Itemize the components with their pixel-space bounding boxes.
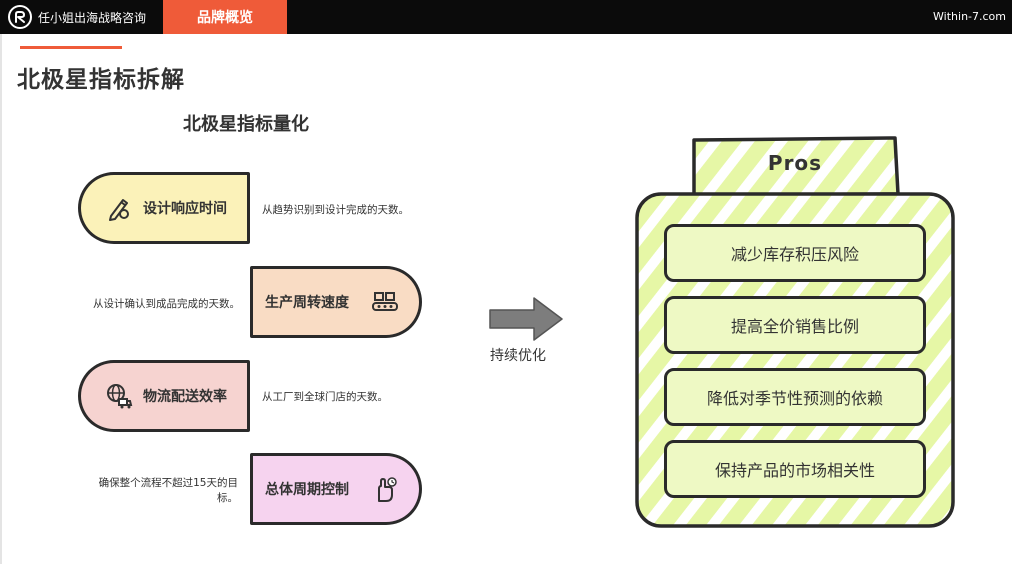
- arrow-right-icon: [489, 297, 563, 341]
- section-title: 北极星指标量化: [183, 114, 309, 135]
- metric-logistics-efficiency: 物流配送效率: [78, 360, 250, 432]
- benefit-item: 降低对季节性预测的依赖: [664, 368, 926, 426]
- title-accent-bar: [20, 46, 122, 49]
- benefit-item: 减少库存积压风险: [664, 224, 926, 282]
- metric-label: 生产周转速度: [265, 295, 349, 311]
- brand-logo-icon: [8, 5, 32, 29]
- metric-overall-cycle: 总体周期控制: [250, 453, 422, 525]
- globe-truck-icon: [105, 382, 133, 410]
- brand-name: 任小姐出海战略咨询: [38, 10, 147, 25]
- hand-clock-icon: [371, 475, 399, 503]
- page-title: 北极星指标拆解: [17, 67, 185, 93]
- arrow-label: 持续优化: [490, 348, 546, 364]
- pros-title: Pros: [767, 151, 823, 175]
- benefit-item: 提高全价销售比例: [664, 296, 926, 354]
- benefit-item: 保持产品的市场相关性: [664, 440, 926, 498]
- metric-desc: 从设计确认到成品完成的天数。: [93, 298, 240, 310]
- metric-production-turnover: 生产周转速度: [250, 266, 422, 338]
- pen-ruler-icon: [105, 194, 133, 222]
- metric-desc: 从趋势识别到设计完成的天数。: [262, 204, 409, 216]
- site-url: Within-7.com: [933, 10, 1006, 23]
- left-edge-divider: [0, 34, 2, 564]
- metric-label: 物流配送效率: [143, 389, 227, 405]
- metric-label: 总体周期控制: [265, 482, 349, 498]
- conveyor-icon: [371, 288, 399, 316]
- metric-label: 设计响应时间: [143, 201, 227, 217]
- metric-desc: 从工厂到全球门店的天数。: [262, 391, 388, 403]
- top-bar: 任小姐出海战略咨询 品牌概览 Within-7.com: [0, 0, 1012, 34]
- brand[interactable]: 任小姐出海战略咨询: [8, 5, 146, 29]
- metric-design-response: 设计响应时间: [78, 172, 250, 244]
- tab-brand-overview[interactable]: 品牌概览: [163, 0, 287, 34]
- metric-desc: 确保整个流程不超过15天的目标。: [98, 477, 238, 504]
